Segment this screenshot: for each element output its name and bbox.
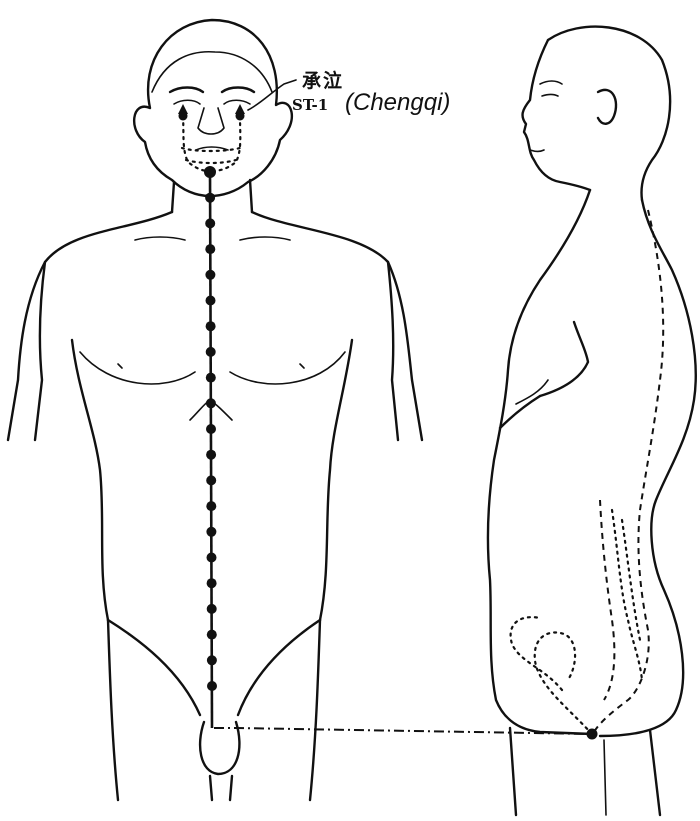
side-eye (542, 95, 558, 97)
side-eyebrow (540, 81, 562, 84)
midline-acupoint-dot (205, 193, 215, 203)
front-torso-right (320, 340, 352, 620)
front-hairline (152, 52, 272, 92)
midline-acupoint-dot (207, 681, 217, 691)
right-clavicle (240, 237, 290, 240)
midline-acupoint-dot (206, 424, 216, 434)
midline-acupoint-dot (206, 296, 216, 306)
left-nipple (118, 364, 122, 368)
side-arm (540, 322, 588, 396)
left-groin (108, 620, 200, 715)
front-genitals (200, 722, 239, 774)
point-pinyin-name: (Chengqi) (345, 89, 450, 117)
side-mouth (530, 150, 544, 152)
st1-arrow-right (235, 104, 245, 114)
midline-acupoint-dot (206, 501, 216, 511)
side-leg-back (650, 730, 660, 815)
point-chinese-name: 承泣 (302, 66, 344, 93)
midline-acupoint-dot (205, 244, 215, 254)
right-pectoral (230, 352, 345, 384)
midline-acupoint-dot (206, 398, 216, 408)
midline-acupoint-dot (206, 373, 216, 383)
midline-acupoint-dot (205, 218, 215, 228)
nose (198, 108, 224, 134)
point-code: ST-1 (292, 96, 328, 114)
midline-acupoint-dot (207, 578, 217, 588)
side-leg-front (510, 728, 516, 815)
front-midline-meridian (204, 166, 217, 728)
left-pectoral (80, 352, 195, 384)
right-nipple (300, 364, 304, 368)
side-head-outline (523, 27, 671, 200)
left-clavicle (135, 237, 185, 240)
side-ear (598, 90, 616, 124)
right-leg (310, 620, 320, 800)
midline-acupoint-dot (206, 347, 216, 357)
midline-acupoint-dot (207, 630, 217, 640)
midline-acupoint-dot (206, 321, 216, 331)
side-front-outline (488, 190, 592, 734)
face-meridian-branches (178, 104, 245, 171)
front-torso-left (72, 340, 108, 620)
midline-acupoint-dot (206, 475, 216, 485)
right-groin (238, 620, 320, 715)
side-leg-middle (604, 740, 606, 815)
midline-acupoint-dot (204, 166, 216, 178)
mouth (196, 147, 228, 150)
side-perineum-point (587, 729, 598, 740)
right-eyebrow (222, 88, 254, 93)
left-eyebrow (170, 88, 203, 93)
left-leg (108, 620, 118, 800)
side-arm-lower (500, 396, 540, 428)
midline-acupoint-dot (207, 655, 217, 665)
midline-acupoint-dot (207, 553, 217, 563)
side-figure (488, 27, 696, 815)
midline-acupoint-dot (206, 450, 216, 460)
right-eye (224, 100, 250, 104)
midline-acupoint-dot (207, 604, 217, 614)
front-left-arm (35, 262, 45, 440)
midline-acupoint-dot (206, 527, 216, 537)
left-eye (174, 100, 200, 104)
inner-legs (210, 776, 232, 800)
midline-acupoint-dot (205, 270, 215, 280)
st1-arrow-left (178, 104, 188, 114)
